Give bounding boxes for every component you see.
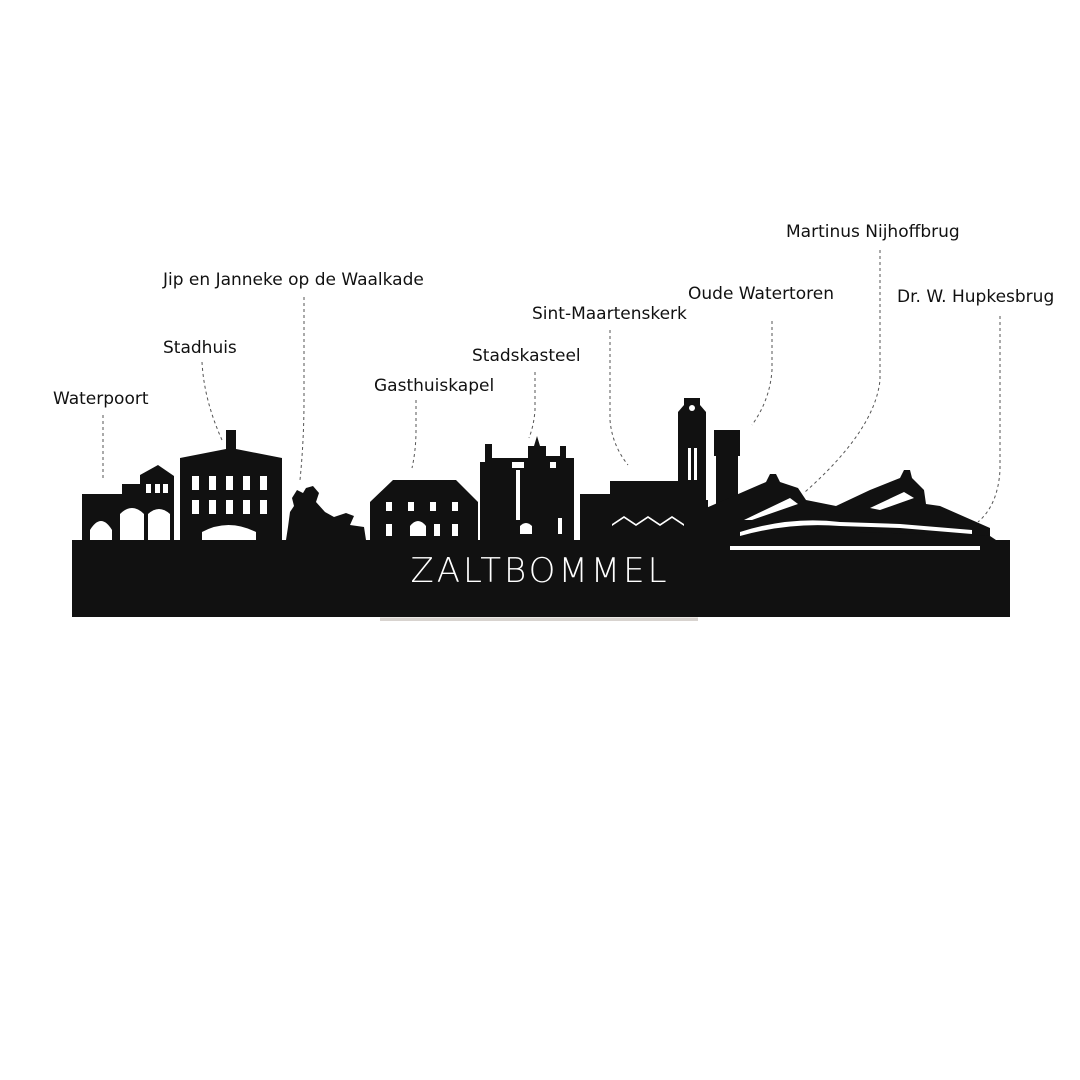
window — [155, 484, 160, 493]
waterpoort-arch — [148, 509, 170, 540]
window — [226, 500, 233, 514]
clock — [689, 405, 695, 411]
base-band — [72, 540, 1010, 617]
label-waterpoort: Waterpoort — [53, 389, 149, 409]
church-ornament — [612, 516, 684, 526]
window — [243, 476, 250, 490]
jip-janneke-shape — [286, 486, 366, 540]
gasthuiskapel-shape — [370, 480, 478, 540]
label-stadhuis: Stadhuis — [163, 338, 237, 358]
silhouette-cutouts: ZALTBOMMEL — [90, 405, 980, 591]
leader-lines — [102, 250, 1001, 523]
sint-maartenskerk-shape — [580, 398, 708, 540]
chapel-door — [410, 521, 426, 536]
bridge-cutout — [740, 520, 972, 536]
stadhuis-door — [202, 525, 256, 540]
label-gasthuiskapel: Gasthuiskapel — [374, 376, 495, 396]
window — [434, 524, 440, 536]
leader-jip-janneke — [299, 297, 305, 481]
label-stadskasteel: Stadskasteel — [472, 346, 581, 366]
label-jip-janneke: Jip en Janneke op de Waalkade — [163, 270, 424, 290]
window — [452, 502, 458, 511]
window — [550, 462, 556, 468]
leader-gasthuiskapel — [411, 400, 417, 469]
stand-edge — [380, 618, 698, 621]
silhouette-shapes — [72, 398, 1010, 617]
window — [192, 500, 199, 514]
hupkesbrug-shape — [706, 532, 996, 540]
label-sint-maartenskerk: Sint-Maartenskerk — [532, 304, 687, 324]
leader-stadhuis — [201, 361, 223, 441]
window — [209, 476, 216, 490]
window — [146, 484, 151, 493]
bridge-cutout — [870, 492, 914, 510]
castle-door — [520, 523, 532, 534]
window — [209, 500, 216, 514]
window — [260, 476, 267, 490]
bridge-deck-cutout — [730, 546, 980, 550]
waterpoort-arch — [120, 508, 144, 540]
window — [558, 518, 562, 534]
window — [243, 500, 250, 514]
window — [452, 524, 458, 536]
city-name: ZALTBOMMEL — [410, 551, 669, 591]
window — [694, 448, 697, 480]
window — [192, 476, 199, 490]
label-martinus-nijhoffbrug: Martinus Nijhoffbrug — [786, 222, 960, 242]
bridge-cutout — [744, 498, 798, 520]
window — [688, 448, 691, 480]
window — [226, 476, 233, 490]
window — [516, 470, 520, 520]
waterpoort-arch — [90, 521, 112, 540]
window — [163, 484, 168, 493]
window — [386, 524, 392, 536]
window — [512, 462, 524, 468]
window — [430, 502, 436, 511]
label-hupkesbrug: Dr. W. Hupkesbrug — [897, 287, 1055, 307]
leader-oude-watertoren — [751, 321, 773, 426]
leader-stadskasteel — [528, 372, 536, 439]
leader-martinus-nijhoffbrug — [804, 250, 881, 493]
leader-sint-maartenskerk — [609, 330, 629, 466]
window — [408, 502, 414, 511]
leader-hupkesbrug — [977, 316, 1001, 523]
window — [386, 502, 392, 511]
window — [260, 500, 267, 514]
martinus-nijhoffbrug-shape — [706, 470, 990, 540]
label-oude-watertoren: Oude Watertoren — [688, 284, 834, 304]
